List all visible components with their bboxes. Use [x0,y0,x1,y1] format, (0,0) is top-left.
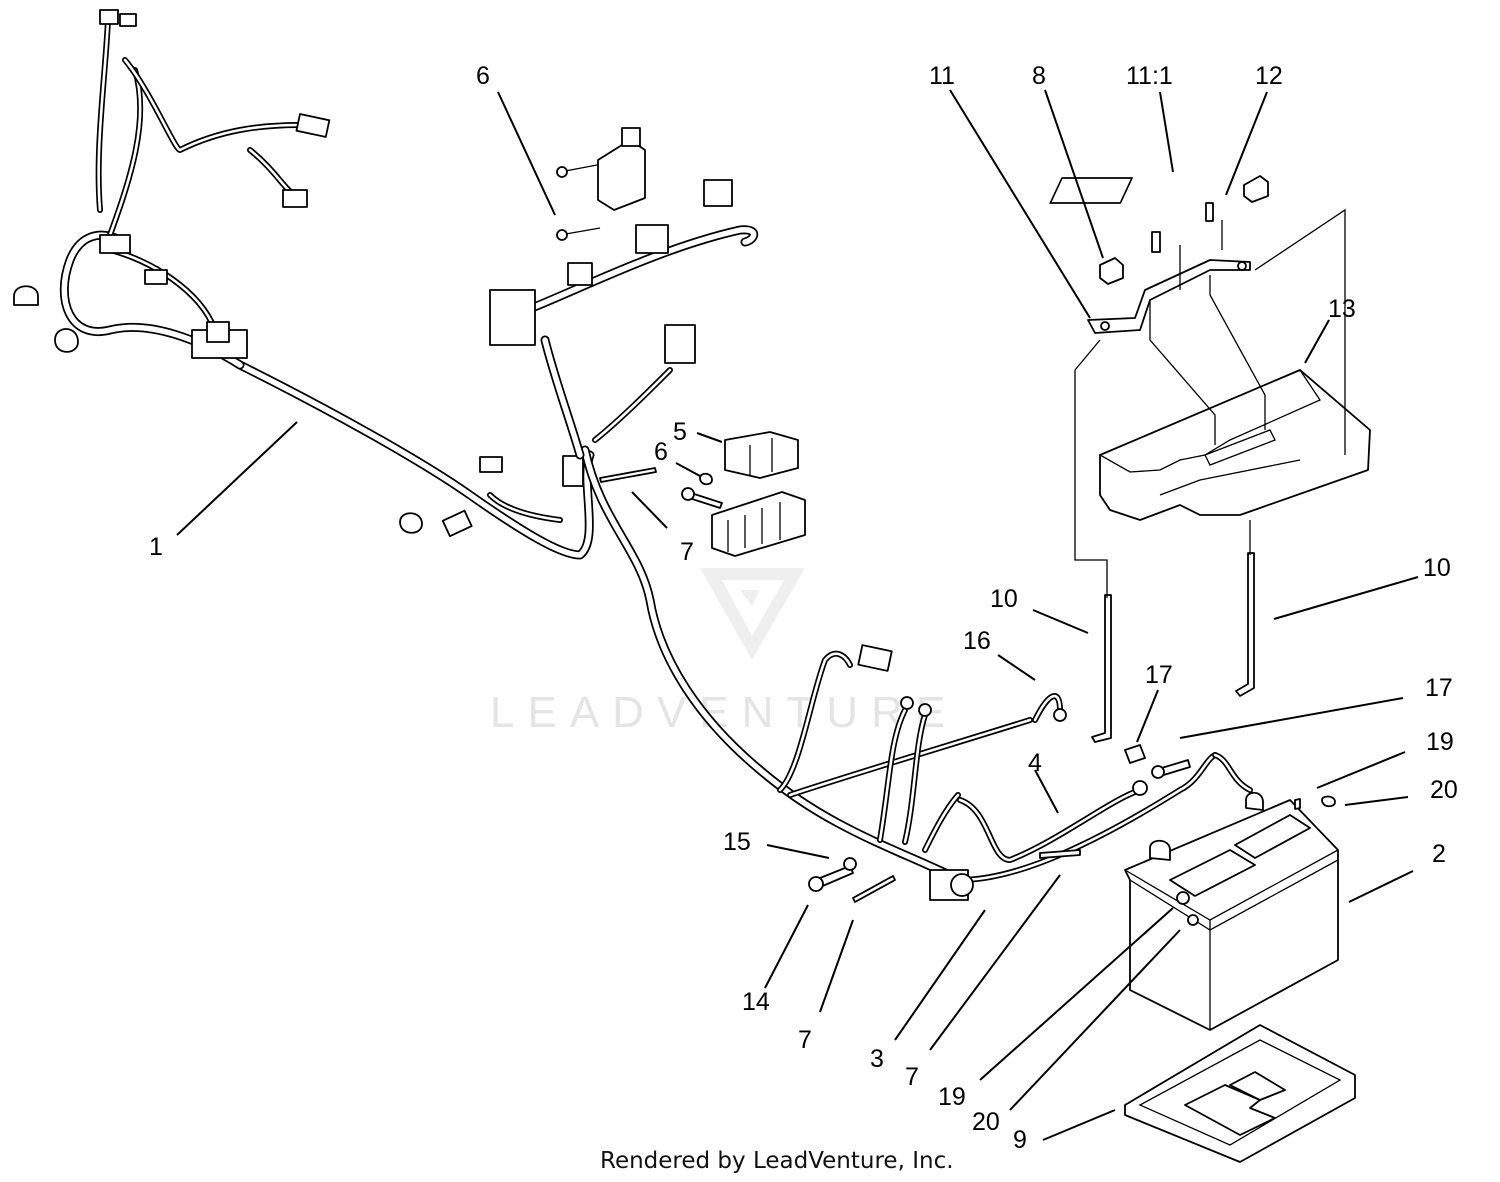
dash-bracket-icon [597,139,646,211]
harness-hardware [808,849,1081,903]
dash-connector-b-icon [635,224,669,254]
leader-lines [176,89,1419,1141]
callout-17-left: 17 [1145,661,1173,689]
watermark: LEADVENTURE [490,568,958,737]
fuse-block-washer-icon [699,472,713,486]
callout-13: 13 [1328,295,1356,323]
callout-1: 1 [149,533,163,561]
battery-terminal-neg-icon [1149,839,1171,861]
fuse-block-icon [711,491,806,557]
decal-icon [1049,177,1133,204]
j-bolt-left-icon [1091,594,1112,743]
main-wiring-harness [13,9,965,885]
battery-tray [1124,1024,1356,1163]
watermark-logo-icon [700,568,805,660]
callout-10-right: 10 [1423,554,1451,582]
harness-clip-b-icon [54,328,79,353]
callout-10-left: 10 [990,585,1018,613]
callout-14: 14 [742,988,770,1016]
dash-connector-a-icon [567,262,593,286]
callouts: 1 2 3 4 5 6 6 7 7 7 8 9 10 10 11 11:1 12… [149,62,1458,1154]
cable-tie-a-icon [599,467,657,483]
callout-7-fuse: 7 [680,538,694,566]
screw-a-icon [1151,231,1161,253]
callout-7-lower-left: 7 [798,1026,812,1054]
battery-nut-19-icon [1321,795,1336,808]
callout-8: 8 [1032,62,1046,90]
nut-17-icon [1124,744,1146,764]
harness-connector-f-icon [479,456,503,473]
watermark-text: LEADVENTURE [490,688,958,737]
callout-19-right: 19 [1426,728,1454,756]
ignition-switch-icon [489,289,536,346]
harness-connector-b-icon [282,189,308,208]
nut-clip-8-icon [1099,257,1124,285]
callout-7-lower-right: 7 [905,1063,919,1091]
cable-terminal-b-icon [900,696,914,710]
callout-12: 12 [1255,62,1283,90]
footer-credit: Rendered by LeadVenture, Inc. [600,1148,954,1174]
harness-plug-icon [144,269,168,285]
relay-icon [724,431,799,479]
battery-cover-icon [1099,369,1371,521]
harness-connector-g-icon [562,455,584,487]
harness-connector-a-icon [295,113,331,138]
harness-clip-a-icon [13,285,39,306]
fuse-block-assembly [599,431,806,557]
battery-bolt-19-icon [1176,891,1190,905]
dash-bracket-tab-icon [621,127,641,147]
harness-relay-icon [206,321,230,343]
callout-16: 16 [963,627,991,655]
hour-meter-plug-icon [664,324,696,364]
nut-clip-12-icon [1243,175,1269,203]
callout-17-right: 17 [1425,674,1453,702]
battery-cables [777,644,1253,901]
dash-connector-c-icon [703,179,733,207]
callout-20-bottom: 20 [972,1108,1000,1136]
cable-connector-a-icon [857,644,893,672]
dash-harness [489,127,759,460]
j-bolt-right-icon [1235,552,1255,697]
harness-connector-d-icon [119,13,137,27]
callout-2: 2 [1432,840,1446,868]
battery [1124,791,1339,1031]
callout-15: 15 [723,828,751,856]
cable-tie-c-icon [1039,849,1081,859]
cable-tie-b-icon [852,875,896,903]
callout-3: 3 [870,1045,884,1073]
callout-20-right: 20 [1430,776,1458,804]
cable-terminal-d-icon [1132,780,1148,796]
harness-connector-e-icon [441,509,473,538]
cable-terminal-c-icon [918,703,932,717]
callout-6-fuse: 6 [654,438,668,466]
battery-terminal-pos-icon [1245,791,1264,811]
harness-switch-icon [99,234,131,254]
callout-5: 5 [673,418,687,446]
callout-9: 9 [1013,1126,1027,1154]
callout-4: 4 [1028,749,1042,777]
battery-hold-down [1049,175,1371,779]
screw-b-icon [1205,202,1214,222]
washer-15-icon [843,857,857,871]
harness-connector-c-icon [99,9,119,25]
callout-11-1: 11:1 [1126,62,1173,90]
callout-6-top: 6 [476,62,490,90]
callout-11: 11 [929,62,955,90]
battery-bolt-20-icon [1294,798,1301,810]
battery-nut-20-icon [1187,914,1199,926]
harness-clip-c-icon [399,512,423,534]
cable-terminal-a-icon [1053,708,1067,722]
battery-body-icon [1124,799,1339,1031]
callout-19-bottom: 19 [938,1083,966,1111]
